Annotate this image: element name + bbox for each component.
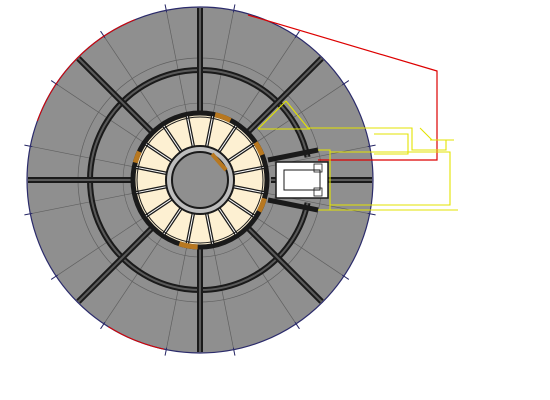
core-cell-wall-highlight: [145, 143, 174, 163]
thin-divider-line: [50, 80, 145, 144]
outline-tick-mark: [50, 274, 59, 280]
corridor-wall-lower: [267, 197, 319, 213]
thin-divider-line: [212, 4, 236, 115]
core-cell-wall-highlight: [217, 206, 237, 235]
yellow-small-box: [374, 133, 409, 155]
thin-divider-line: [164, 4, 188, 115]
door-marker: [253, 141, 265, 156]
outline-tick-mark: [294, 30, 300, 39]
thin-divider-line: [24, 144, 135, 168]
door-marker: [132, 150, 142, 164]
thin-divider-line: [255, 80, 350, 144]
outline-tick-mark: [232, 4, 236, 13]
outline-tick-mark: [50, 80, 59, 86]
core-cell-wall-highlight: [226, 143, 255, 163]
core-cell-wall-highlight: [145, 197, 174, 217]
red-edge-arc-bottom: [108, 326, 165, 350]
thin-divider-line: [100, 235, 164, 330]
outline-tick-mark: [164, 4, 168, 13]
door-marker: [256, 197, 267, 213]
radial-wall-core: [77, 226, 154, 303]
outline-tick-mark: [164, 347, 168, 356]
hub-center: [171, 151, 229, 209]
entrance-inner-block: [283, 169, 321, 191]
core-cell-wall-highlight: [217, 125, 237, 154]
core-cell-wall-highlight: [226, 197, 255, 217]
red-edge-arc-left: [36, 19, 136, 122]
thin-divider-line: [212, 245, 236, 356]
core-cell-wall-highlight: [136, 185, 169, 194]
outline-tick-mark: [100, 30, 106, 39]
core-cell-wall-highlight: [186, 211, 195, 244]
yellow-diagonal: [257, 100, 287, 130]
core-cell-wall-highlight: [231, 185, 264, 194]
annotation-layer: [36, 14, 458, 350]
core-ring-layer: [130, 110, 329, 250]
core-cell-wall-highlight: [163, 125, 183, 154]
red-outline-line: [247, 14, 438, 161]
radial-wall-core: [246, 226, 323, 303]
thin-divider-line: [100, 30, 164, 125]
thin-divider-line: [236, 235, 300, 330]
thin-divider-line: [50, 216, 145, 280]
thin-divider-line: [236, 30, 300, 125]
core-cell-wall-highlight: [163, 206, 183, 235]
core-cell-wall-highlight: [205, 116, 214, 149]
outline-tick-mark: [367, 212, 376, 216]
outline-tick-mark: [24, 144, 33, 148]
outline-tick-mark: [341, 80, 350, 86]
radial-wall-core: [77, 57, 154, 134]
core-cell-wall-highlight: [205, 211, 214, 244]
entrance-detail-lower: [313, 187, 323, 197]
thin-divider-line: [164, 245, 188, 356]
outline-tick-mark: [232, 347, 236, 356]
core-cell-wall-highlight: [231, 166, 264, 175]
door-marker: [214, 112, 232, 123]
entrance-block: [275, 161, 329, 199]
core-cell-wall-highlight: [186, 116, 195, 149]
outline-tick-mark: [341, 274, 350, 280]
outline-tick-mark: [24, 212, 33, 216]
radial-wall-core: [246, 57, 323, 134]
corridor-wall-upper: [267, 147, 319, 163]
yellow-right-box: [330, 151, 451, 206]
core-cell-wall-highlight: [136, 166, 169, 175]
outline-tick-mark: [294, 321, 300, 330]
thin-divider-line: [255, 216, 350, 280]
door-marker: [178, 241, 198, 250]
outline-tick-mark: [367, 144, 376, 148]
core-ring-inner-edge: [136, 116, 264, 244]
thin-divider-line: [24, 192, 135, 216]
door-marker-inner: [210, 152, 228, 172]
entrance-detail-upper: [313, 163, 323, 173]
outline-tick-mark: [100, 321, 106, 330]
